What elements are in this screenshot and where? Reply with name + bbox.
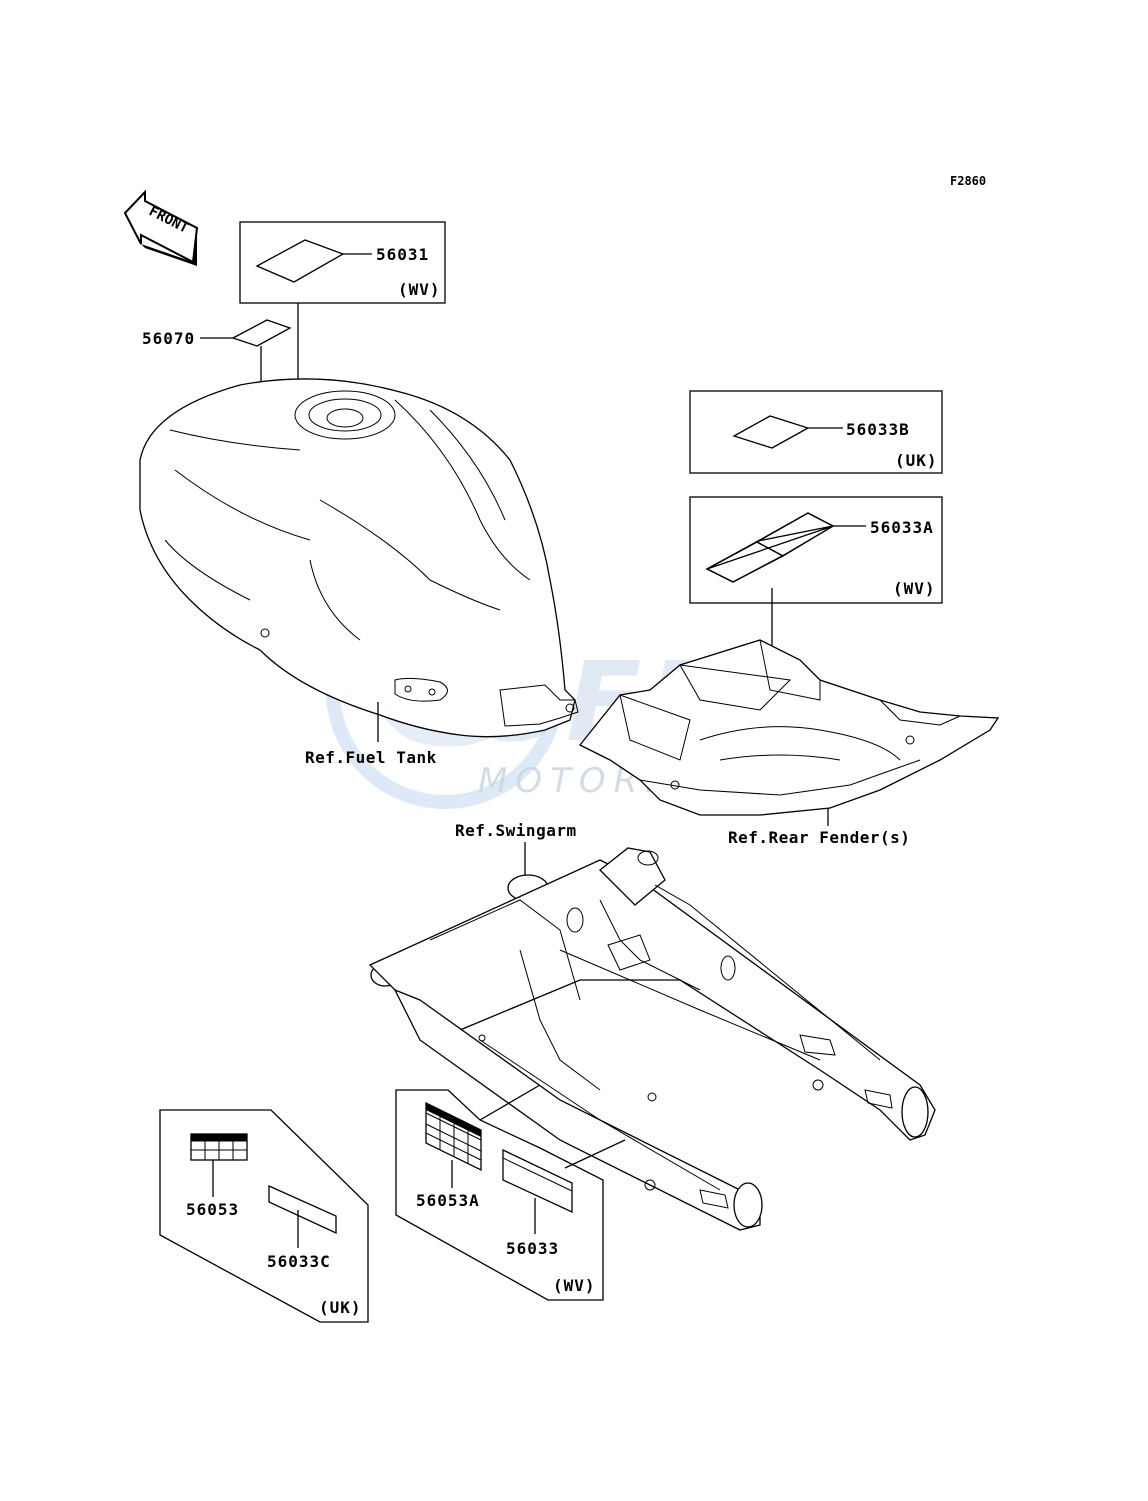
part-56053A-label: 56053A: [416, 1191, 480, 1210]
box-56033A-tag: (WV): [893, 579, 936, 598]
label-box-wv-bottom: 56053A 56033 (WV): [395, 1084, 626, 1301]
part-56033-label: 56033: [506, 1239, 559, 1258]
box-56033B-tag: (UK): [895, 451, 938, 470]
part-56053-label: 56053: [186, 1200, 239, 1219]
part-56033B-label: 56033B: [846, 420, 910, 439]
label-56070: 56070: [142, 319, 292, 392]
swingarm-drawing: Ref.Swingarm: [368, 821, 936, 1231]
ref-fuel-tank: Ref.Fuel Tank: [305, 748, 437, 767]
front-arrow-icon: FRONT: [123, 189, 199, 266]
box-uk-bottom-tag: (UK): [319, 1298, 362, 1317]
rear-fender-drawing: Ref.Rear Fender(s): [578, 639, 1000, 847]
part-56031-label: 56031: [376, 245, 429, 264]
part-56053A-decal: [425, 1101, 482, 1172]
part-56033C-label: 56033C: [267, 1252, 331, 1271]
part-56070-label: 56070: [142, 329, 195, 348]
part-56053-decal: [190, 1133, 248, 1161]
box-wv-bottom-tag: (WV): [553, 1276, 596, 1295]
label-box-uk-bottom: 56053 56033C (UK): [159, 1109, 369, 1323]
ref-rear-fender: Ref.Rear Fender(s): [728, 828, 910, 847]
label-box-56031: 56031 (WV): [239, 221, 446, 392]
ref-swingarm: Ref.Swingarm: [455, 821, 577, 840]
part-56033A-label: 56033A: [870, 518, 934, 537]
label-box-56033A: 56033A (WV): [689, 496, 943, 720]
box-56031-tag: (WV): [398, 280, 441, 299]
fuel-tank-drawing: Ref.Fuel Tank: [139, 378, 579, 767]
label-box-56033B: 56033B (UK): [689, 390, 943, 474]
figure-code: F2860: [950, 174, 986, 188]
